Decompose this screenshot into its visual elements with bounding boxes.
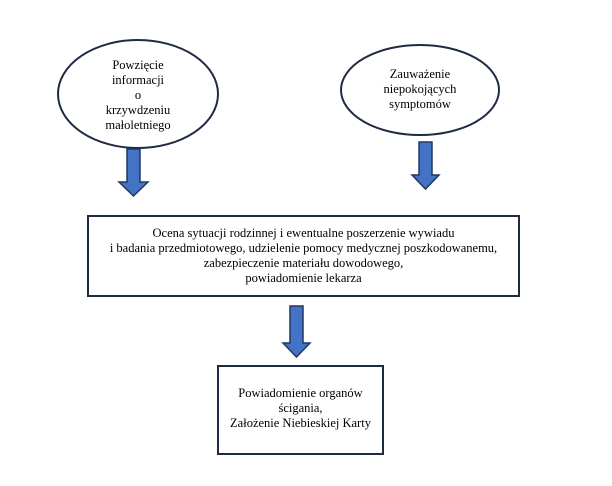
arrow-down-center [281, 305, 312, 359]
assessment-box [87, 215, 520, 297]
arrow-down-left [117, 148, 150, 198]
ellipse-start-right [340, 44, 500, 136]
final-box [217, 365, 384, 455]
assessment-text: Ocena sytuacji rodzinnej i ewentualne po… [109, 226, 498, 285]
ellipse-start-left [57, 39, 219, 149]
arrow-down-right [410, 141, 441, 191]
